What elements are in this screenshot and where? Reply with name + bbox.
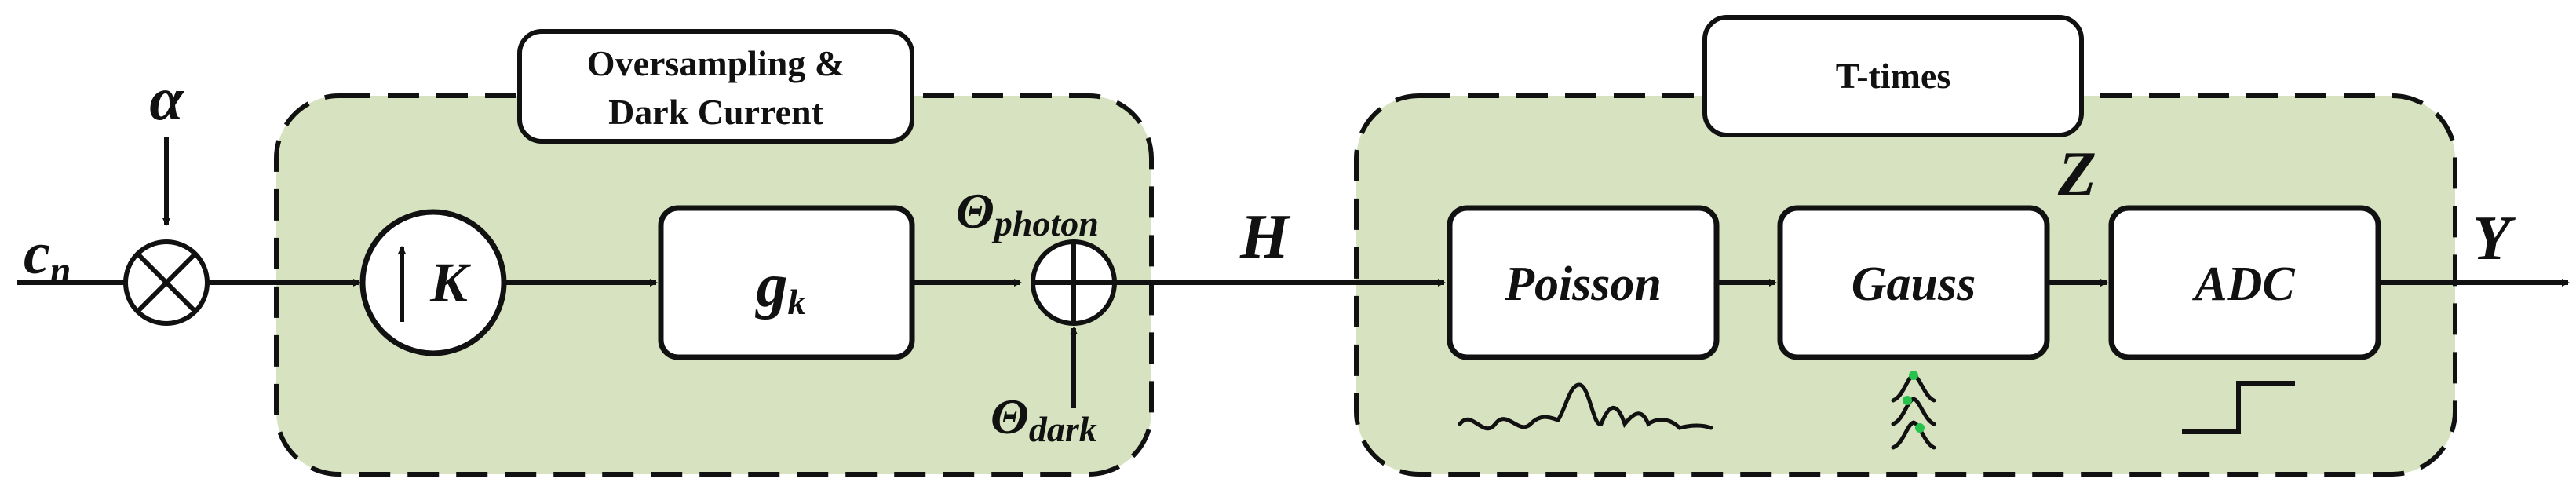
oversampling-title-line1: Oversampling & (587, 43, 845, 83)
oversampling-title-line2: Dark Current (608, 92, 824, 132)
y-signal-label: Y (2472, 204, 2516, 273)
upsampler-node: K (359, 209, 507, 356)
poisson-label: Poisson (1504, 258, 1662, 311)
oversampling-title-box: Oversampling & Dark Current (517, 29, 914, 144)
adc-block: ADC (2108, 205, 2381, 360)
theta-photon-label: Θphoton (956, 183, 1099, 243)
t-times-title-box: T-times (1702, 15, 2084, 137)
g-block: gk (658, 205, 915, 360)
gauss-bells-icon (1891, 371, 1936, 450)
gauss-label: Gauss (1852, 258, 1976, 311)
adc-step-icon (2182, 381, 2295, 434)
z-signal-label: Z (2057, 140, 2096, 209)
g-label: gk (755, 251, 806, 322)
adder-node (1031, 239, 1117, 326)
multiplier-node (123, 239, 210, 326)
adc-label: ADC (2191, 258, 2295, 311)
upsample-k-label: K (429, 251, 472, 314)
t-times-title: T-times (1836, 56, 1951, 96)
poisson-wave-icon (1458, 382, 1713, 431)
poisson-block: Poisson (1447, 205, 1720, 360)
theta-dark-label: Θdark (991, 389, 1097, 449)
h-signal-label: H (1239, 203, 1291, 272)
gauss-block: Gauss (1777, 205, 2050, 360)
alpha-label: α (149, 64, 184, 133)
